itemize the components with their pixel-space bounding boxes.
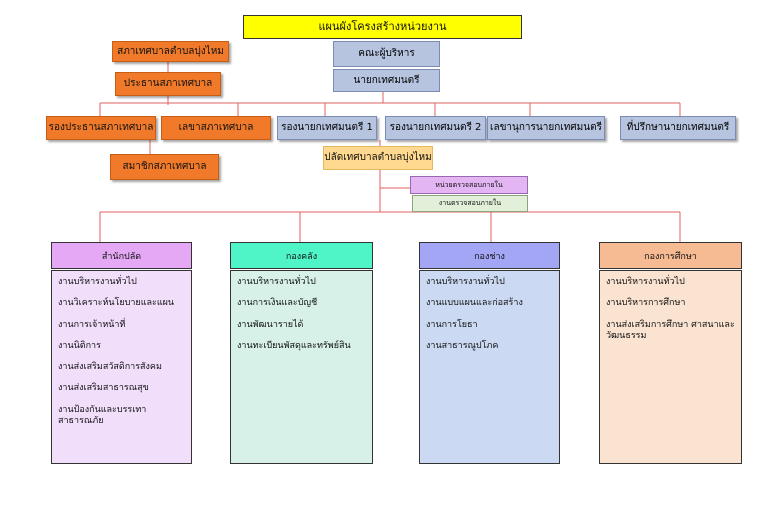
municipal-clerk-box: ปลัดเทศบาลตำบลบุ่งไหม [323,146,433,170]
dept-item: งานนิติการ [58,340,101,351]
dept-item: งานบริหารงานทั่วไป [606,277,685,287]
deputy-mayor-1-box: รองนายกเทศมนตรี 1 [277,116,377,140]
dept-item: งานส่งเสริมการศึกษา ศาสนาและวัฒนธรรม [606,319,735,341]
dept-item: งานสาธารณูปโภค [426,340,499,351]
dept-item: งานการเงินและบัญชี [237,298,318,309]
dept-item: งานส่งเสริมสาธารณสุข [58,383,149,394]
dept-item: งานบริหารการศึกษา [606,298,686,309]
internal-audit-work-box: งานตรวจสอบภายใน [412,195,528,212]
internal-audit-unit-box: หน่วยตรวจสอบภายใน [410,176,528,194]
dept-item: งานวิเคราะห์นโยบายและแผน [58,298,175,309]
dept-head-education: กองการศึกษา [599,242,742,269]
dept-item: งานบริหารงานทั่วไป [237,277,316,287]
council-secretary-box: เลขาสภาเทศบาล [161,116,271,140]
executive-board-box: คณะผู้บริหาร [333,41,440,67]
dept-head-engineering: กองช่าง [419,242,560,269]
dept-body-engineering: งานบริหารงานทั่วไป งานแบบแผนและก่อสร้าง … [419,270,560,464]
dept-item: งานการโยธา [426,319,478,330]
dept-item: งานแบบแผนและก่อสร้าง [426,298,523,309]
mayor-box: นายกเทศมนตรี [333,69,440,92]
dept-item: งานบริหารงานทั่วไป [58,277,137,287]
dept-head-office-of-clerk: สำนักปลัด [51,242,192,269]
chart-title: แผนผังโครงสร้างหน่วยงาน [243,15,522,39]
council-vice-chair-box: รองประธานสภาเทศบาล [46,116,156,140]
council-box: สภาเทศบาลตำบลบุ่งไหม [112,41,229,62]
dept-body-education: งานบริหารงานทั่วไป งานบริหารการศึกษา งาน… [599,270,742,464]
dept-item: งานป้องกันและบรรเทาสาธารณภัย [58,404,147,426]
dept-item: งานการเจ้าหน้าที่ [58,319,126,330]
dept-item: งานทะเบียนพัสดุและทรัพย์สิน [237,340,351,351]
council-chair-box: ประธานสภาเทศบาล [115,72,221,96]
dept-body-office-of-clerk: งานบริหารงานทั่วไป งานวิเคราะห์นโยบายและ… [51,270,192,464]
council-members-box: สมาชิกสภาเทศบาล [110,154,219,180]
deputy-mayor-2-box: รองนายกเทศมนตรี 2 [385,116,486,140]
dept-body-finance: งานบริหารงานทั่วไป งานการเงินและบัญชี งา… [230,270,373,464]
mayor-advisor-box: ที่ปรึกษานายกเทศมนตรี [620,116,736,140]
dept-head-finance: กองคลัง [230,242,373,269]
mayor-secretary-box: เลขานุการนายกเทศมนตรี [487,116,605,140]
dept-item: งานพัฒนารายได้ [237,319,304,330]
dept-item: งานบริหารงานทั่วไป [426,277,505,287]
dept-item: งานส่งเสริมสวัสดิการสังคม [58,362,162,372]
